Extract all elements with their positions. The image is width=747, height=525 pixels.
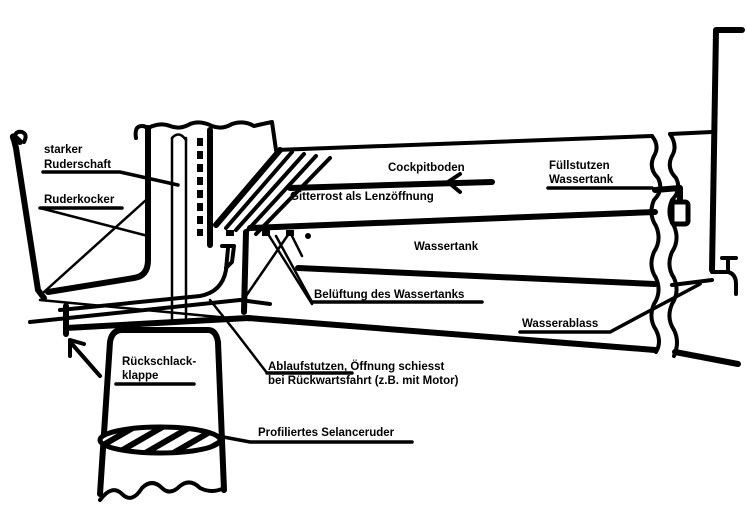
filler-neck-line — [652, 185, 683, 203]
drain-faucet-icon — [710, 256, 738, 296]
cockpit-arrow-head — [446, 172, 462, 194]
label-ablauf-1: Ablaufstutzen, Öffnung schiesst — [268, 360, 445, 373]
filler-cap — [669, 199, 691, 227]
label-ablauf-2: bei Rückwartsfahrt (z.B. mit Motor) — [268, 375, 459, 387]
label-rueckschlag-1: Rückschlack- — [122, 356, 196, 368]
stern-tall-wall — [709, 27, 745, 273]
ruderkocker-brace — [42, 198, 148, 294]
tank-brace-3 — [288, 230, 304, 258]
label-belueftung: Belüftung des Wassertanks — [314, 289, 464, 301]
profiled-rudder-section — [97, 424, 223, 456]
label-wasserablass: Wasserablass — [522, 318, 598, 330]
rudder-wavy-bottom — [98, 480, 226, 502]
label-fuellstutzen-2: Wassertank — [549, 174, 614, 186]
leader-ruderschaft — [41, 170, 180, 187]
cockpit-floor-bottom — [247, 209, 658, 231]
break-line-right — [667, 132, 681, 358]
label-ruderkocker: Ruderkocker — [44, 194, 115, 206]
stern-tank-right-bottom — [670, 278, 714, 287]
hull-line-upper — [28, 298, 272, 324]
tank-brace-1 — [244, 230, 292, 298]
cockpit-floor-right-box — [668, 130, 714, 136]
drain-pipe-nozzle — [220, 244, 236, 270]
label-cockpitboden: Cockpitboden — [388, 162, 465, 174]
label-fuellstutzen-1: Füllstutzen — [549, 160, 610, 172]
cockpit-floor-top — [274, 134, 654, 152]
check-valve-arrow — [70, 342, 102, 378]
label-wassertank: Wassertank — [414, 241, 479, 253]
check-valve-arrowhead — [68, 338, 86, 358]
rudder-blade-housing — [97, 327, 227, 497]
rudder-shaft-top — [170, 133, 188, 142]
label-gitterrost: Gitterrost als Lenzöffnung — [290, 191, 434, 203]
leader-belueftung-diag — [274, 234, 314, 304]
drain-pipe — [58, 246, 230, 312]
rudder-well-outer-hook — [12, 129, 28, 144]
label-rueckschlag-2: klappe — [122, 370, 158, 382]
label-starker: starker — [44, 144, 83, 156]
rudder-trunk-wall — [45, 125, 151, 295]
rudder-well-outer-wall — [9, 133, 47, 301]
break-line-left — [649, 134, 663, 354]
leader-ruderkocker-diag — [38, 206, 150, 238]
label-selanceruder: Profiliertes Selanceruder — [258, 427, 395, 439]
label-ruderschaft: Ruderschaft — [44, 159, 111, 171]
cockpit-arrow-line — [287, 179, 495, 191]
hull-bottom-right — [672, 349, 741, 367]
leader-ablauf-diag — [208, 298, 269, 375]
grating-drain — [213, 147, 332, 236]
hull-line-cross — [38, 298, 252, 322]
leader-wasserablass — [518, 282, 702, 334]
water-tank-top — [295, 265, 658, 287]
trunk-wavy-top — [146, 120, 278, 152]
hull-bottom — [63, 315, 658, 353]
leader-selanceruder — [216, 434, 414, 444]
tank-brace-2 — [266, 232, 314, 306]
